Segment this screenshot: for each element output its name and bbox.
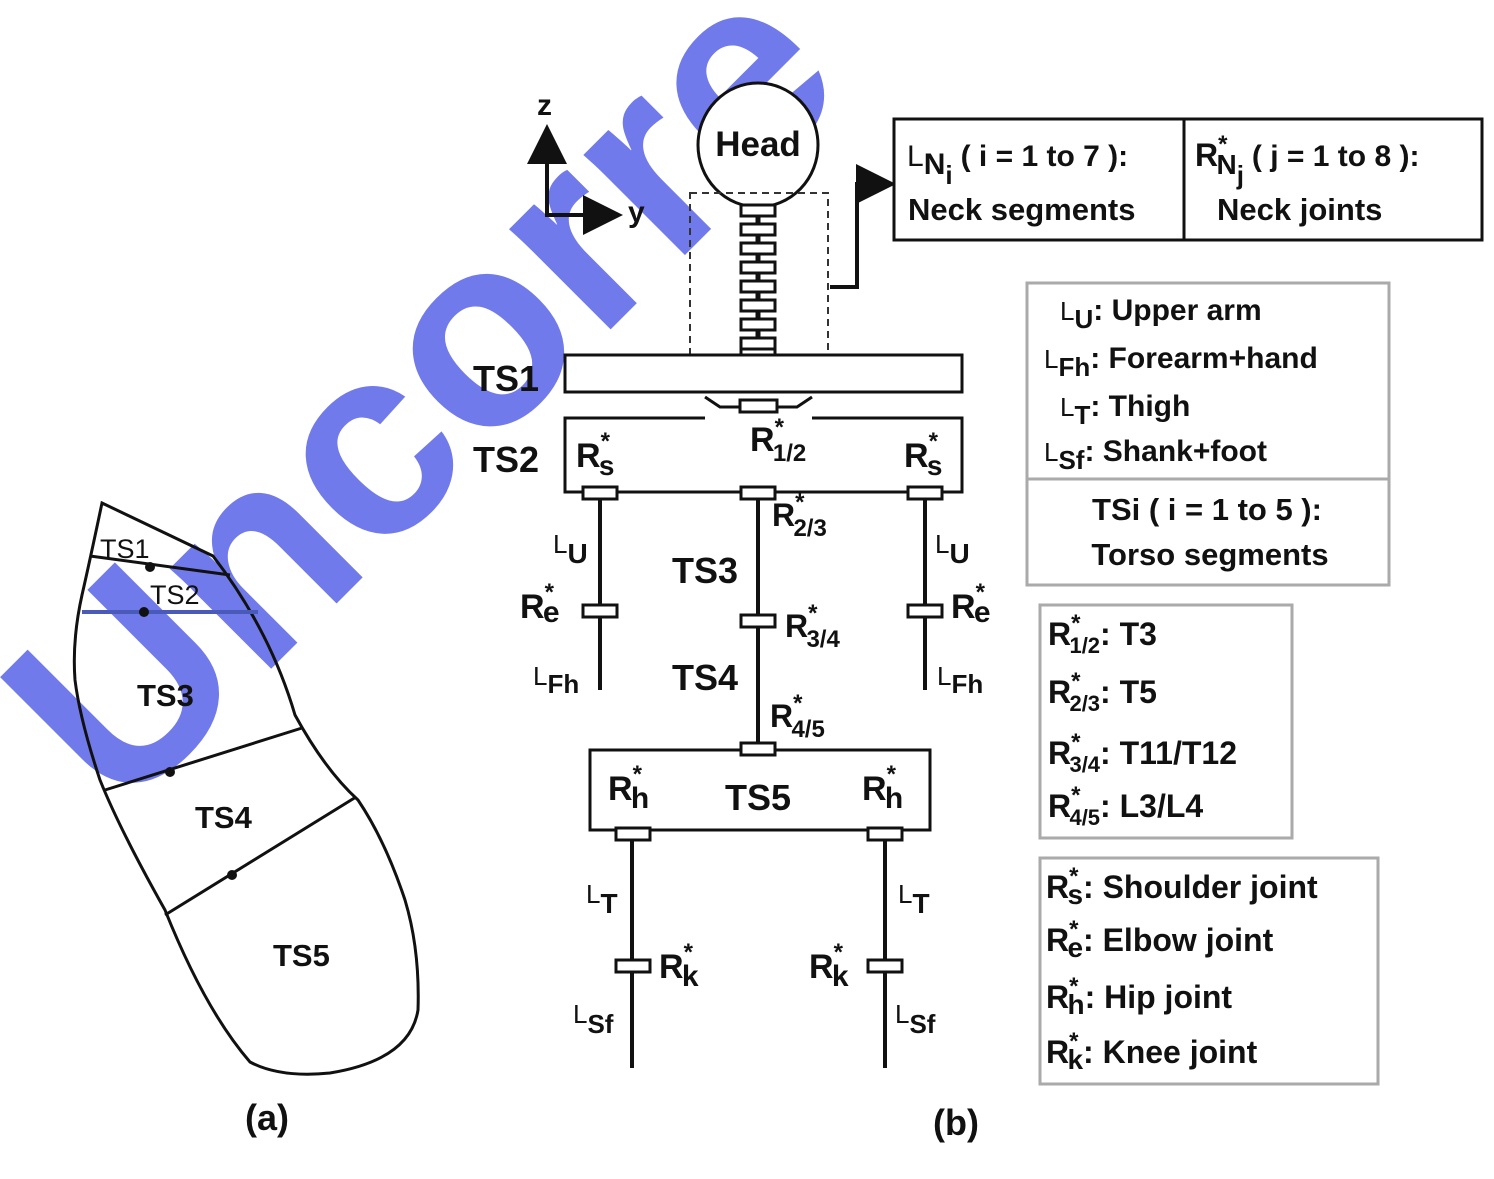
legend-torso-line1: TSi ( i = 1 to 5 ):	[1092, 492, 1322, 527]
neck-info-box: LNi( i = 1 to 7 ): Neck segments R*Nj( j…	[892, 117, 1484, 242]
neck-segment	[739, 222, 777, 237]
segment-label-ts2: TS2	[150, 580, 200, 610]
label-re-left: R*e	[520, 579, 560, 629]
label-r34: R*3/4	[785, 600, 840, 653]
joint-dot	[139, 607, 149, 617]
neck-segment	[739, 260, 777, 275]
neck-segment	[739, 298, 777, 313]
segment-label-ts5: TS5	[273, 938, 330, 973]
segment-label-ts4: TS4	[195, 800, 253, 835]
caption-a: (a)	[245, 1097, 289, 1138]
neck-callout-arrow	[830, 164, 896, 289]
ts3-label: TS3	[672, 550, 738, 591]
neck-segment	[739, 317, 777, 332]
ts3-ts4-boundary	[104, 726, 303, 792]
label-lu-left: LU	[553, 529, 588, 569]
joint-dot	[227, 870, 237, 880]
legend-lsf: LSf: Shank+foot	[1044, 435, 1267, 475]
legend-r12: R*1/2: T3	[1048, 610, 1157, 658]
legend-rs: R*s: Shoulder joint	[1046, 863, 1318, 910]
panel-b: z y Head TS1 TS2 R*1	[473, 81, 991, 1143]
legend-limb-joints: R*s: Shoulder joint R*e: Elbow joint R*h…	[1038, 856, 1380, 1086]
joint-rk-right	[866, 958, 904, 974]
ts1-label: TS1	[473, 358, 539, 399]
legend-rh: R*h: Hip joint	[1046, 973, 1232, 1020]
label-rh-right: R*h	[862, 761, 903, 815]
neck-segment	[739, 241, 777, 256]
joint-r23	[739, 485, 777, 501]
label-rs-left: R*s	[576, 428, 614, 481]
label-rk-right: R*k	[809, 939, 849, 993]
ts5-label: TS5	[725, 777, 791, 818]
joint-re-right	[906, 603, 944, 619]
torso-outline	[72, 500, 420, 1076]
label-r23: R*2/3	[772, 489, 827, 542]
ts4-label: TS4	[672, 657, 738, 698]
legend-limb-joints-frame	[1038, 856, 1380, 1086]
legend-segments: LU: Upper arm LFh: Forearm+hand LT: Thig…	[1025, 281, 1391, 587]
legend-lt: LT: Thigh	[1060, 390, 1190, 430]
y-axis-label: y	[628, 196, 645, 229]
neck-segments-symbol: LNi( i = 1 to 7 ):	[907, 140, 1128, 190]
legend-re: R*e: Elbow joint	[1046, 916, 1274, 963]
head-label: Head	[715, 125, 801, 164]
legend-r23: R*2/3: T5	[1048, 668, 1157, 716]
ts1-ts2-boundary	[89, 554, 231, 577]
label-lt-left: LT	[586, 879, 618, 919]
caption-b: (b)	[933, 1102, 979, 1143]
ts2-label: TS2	[473, 439, 539, 480]
neck-segment	[739, 336, 777, 351]
joint-rh-right	[866, 826, 904, 842]
ts1-block	[563, 353, 964, 394]
neck-segment	[739, 279, 777, 294]
joint-r12	[738, 398, 779, 414]
joint-dot	[145, 562, 155, 572]
legend-torso-line2: Torso segments	[1091, 537, 1328, 572]
joint-rk-left	[614, 958, 652, 974]
legend-torso-joints-frame	[1038, 603, 1294, 840]
label-rs-right: R*s	[904, 428, 942, 481]
joint-r45-top	[739, 741, 777, 757]
joint-r34	[739, 613, 777, 629]
ts1-ts2-link-left	[704, 395, 740, 409]
label-lfh-left: LFh	[533, 661, 579, 699]
label-lu-right: LU	[935, 529, 970, 569]
neck-segment	[739, 203, 777, 218]
label-r45: R*4/5	[770, 690, 825, 743]
neck-segments-desc: Neck segments	[908, 192, 1135, 227]
label-lt-right: LT	[898, 879, 930, 919]
neck-box-frame	[892, 117, 1484, 242]
legend-rk: R*k: Knee joint	[1046, 1028, 1258, 1075]
segment-label-ts3: TS3	[137, 678, 194, 713]
label-r12: R*1/2	[750, 414, 806, 467]
joint-rh-left	[614, 826, 652, 842]
legend-r45: R*4/5: L3/L4	[1048, 782, 1203, 830]
label-rh-left: R*h	[608, 761, 649, 815]
neck-joints-desc: Neck joints	[1217, 192, 1382, 227]
segment-label-ts1: TS1	[100, 534, 150, 564]
label-re-right: R*e	[951, 579, 991, 629]
ts1-ts2-link-right	[777, 395, 813, 409]
joint-rs-right	[906, 485, 944, 501]
panel-a: TS1 TS2 TS3 TS4 TS5 (a)	[72, 500, 420, 1138]
legend-torso-joints: R*1/2: T3 R*2/3: T5 R*3/4: T11/T12 R*4/5…	[1038, 603, 1294, 840]
ts4-ts5-boundary	[164, 795, 357, 917]
legend-segments-frame	[1025, 281, 1391, 587]
label-lsf-right: LSf	[895, 999, 936, 1039]
joint-re-left	[581, 603, 619, 619]
label-rk-left: R*k	[659, 939, 699, 993]
neck-joints-symbol: R*Nj( j = 1 to 8 ):	[1195, 131, 1419, 190]
legend-lu: LU: Upper arm	[1060, 294, 1262, 334]
label-lfh-right: LFh	[937, 661, 983, 699]
joint-dot	[165, 767, 175, 777]
neck-segments	[739, 203, 777, 362]
legend-lfh: LFh: Forearm+hand	[1044, 342, 1318, 382]
label-lsf-left: LSf	[573, 999, 614, 1039]
z-axis-label: z	[537, 89, 552, 122]
legend-r34: R*3/4: T11/T12	[1048, 729, 1237, 777]
joint-rs-left	[581, 485, 619, 501]
